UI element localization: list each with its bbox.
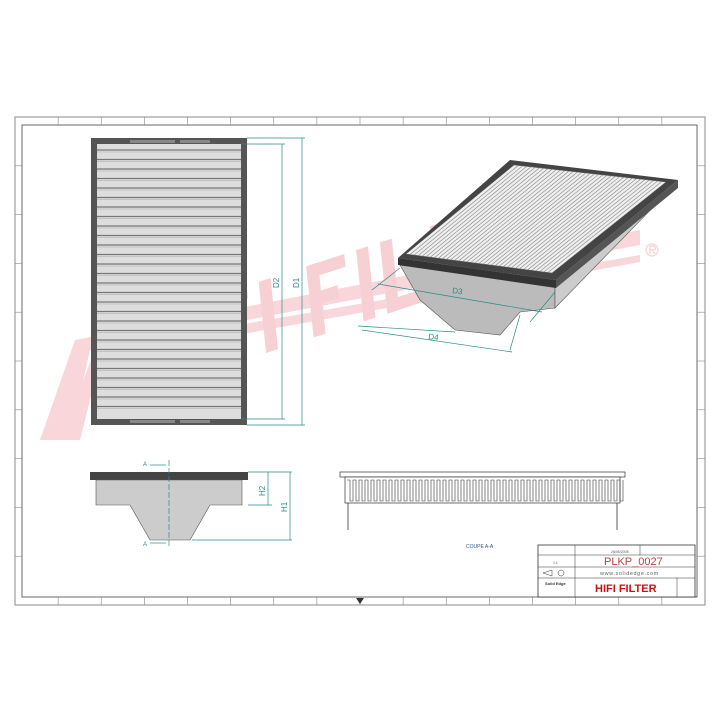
pleat-line (434, 168, 544, 258)
dimension-d2: D2 (272, 277, 281, 288)
projection-symbol-icon (542, 569, 565, 577)
pleat-line (474, 172, 586, 264)
dimension-h2: H2 (258, 485, 267, 496)
pleat-line (527, 178, 641, 271)
pleat-line (450, 169, 561, 261)
section-view: COUPE A-A (339, 471, 626, 550)
pleat-line (531, 179, 646, 271)
pleat-profile (347, 479, 624, 502)
pleat-line (426, 167, 536, 257)
company-name: HIFI FILTER (595, 583, 657, 595)
pleat-line (490, 174, 603, 266)
pleat-line (486, 174, 599, 265)
watermark-letter (356, 246, 376, 322)
pleat-line (454, 170, 565, 261)
pleat-line (442, 169, 553, 259)
watermark-letter (306, 254, 346, 338)
drawing-date: 26/05/2008 (611, 550, 629, 554)
title-block: 26/05/2008 1:1 PLKP_0027 www.solidedge.c… (537, 544, 696, 598)
pleat-line (422, 166, 532, 257)
pleat-line (413, 165, 523, 256)
watermark-letter (258, 277, 279, 353)
section-label: COUPE A-A (466, 544, 494, 550)
dimension-d3: D3 (452, 286, 464, 296)
pleat-line (503, 176, 616, 267)
pleat-line (466, 171, 578, 263)
sheet-orientation-icon (356, 598, 364, 604)
pleat-line (409, 165, 519, 255)
pleat-line (539, 180, 654, 272)
pleat-line (495, 175, 608, 266)
pleat-line (535, 179, 650, 272)
registered-mark-icon (645, 243, 659, 257)
pleat-line (511, 177, 624, 268)
software-name: Solid Edge (545, 581, 566, 586)
isometric-view: D3 D4 (357, 160, 678, 353)
website: www.solidedge.com (599, 571, 659, 577)
pleat-line (499, 175, 612, 267)
pleat-line (519, 177, 633, 270)
pleat-line (523, 178, 637, 270)
pleat-line (515, 177, 629, 269)
pleat-line (458, 170, 570, 262)
pleat-line (462, 171, 574, 262)
dimension-d1: D1 (292, 277, 301, 288)
section-marker-top: A (143, 462, 147, 468)
frame-grid-ticks (15, 117, 705, 605)
pleat-line (478, 173, 591, 264)
pleat-line (438, 168, 548, 259)
dimension-d4: D4 (428, 332, 440, 342)
pleat-line (543, 180, 658, 273)
front-view: A A H2 H1 (90, 460, 292, 548)
pleat-line (547, 181, 662, 273)
pleat-line (507, 176, 620, 268)
pleat-line (417, 166, 527, 256)
drawing-scale: 1:1 (553, 561, 558, 565)
part-number: PLKP_0027 (604, 556, 663, 568)
dimension-h1: H1 (280, 501, 289, 512)
pleat-line (446, 169, 557, 260)
pleat-line (470, 172, 582, 263)
pleat-line (430, 167, 540, 258)
top-view: D2 D1 (91, 137, 305, 426)
section-marker-bottom: A (143, 542, 147, 548)
pleat-line (482, 173, 595, 265)
